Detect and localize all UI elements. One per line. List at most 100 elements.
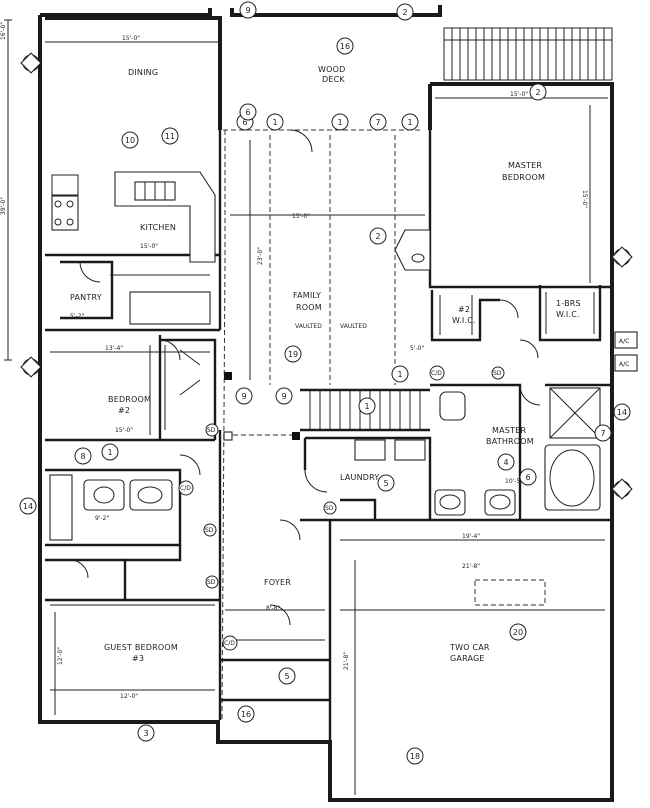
dim-bedroom2-height: 15'-0" [115,427,133,434]
key-tag-circle [529,83,547,101]
key-tag: 16 [237,705,255,723]
key-tag-circle [121,131,139,149]
room-label-family-room: ROOM [296,303,322,312]
key-tag: 7 [369,113,387,131]
key-tag-number: 2 [375,232,380,241]
key-tag-circle [101,443,119,461]
key-tag-number: 11 [165,132,175,141]
room-label-master-bath: BATHROOM [486,437,534,446]
ac-unit-box [614,331,638,349]
key-tag-circle [235,387,253,405]
key-tag: 6 [519,468,537,486]
key-tag-circle [509,623,527,641]
key-tag-number: 16 [241,710,251,719]
dim-laundry: 5'-0" [410,345,424,352]
key-tag: 16 [336,37,354,55]
room-label-garage: GARAGE [450,654,485,663]
key-tag-circle [278,667,296,685]
door-swings [69,129,541,626]
combo-detector-label: C/D [180,485,191,492]
key-tag: 3 [137,724,155,742]
key-tag: 9 [239,1,257,19]
key-tag-circle [369,113,387,131]
ac-unit-box [614,354,638,372]
room-label-wood-deck: WOOD [318,65,345,74]
key-tag-circle [137,724,155,742]
key-tag-number: 1 [364,402,369,411]
key-tag-number: 5 [383,479,388,488]
key-tag: 11 [161,127,179,145]
ac-unit-label: A/C [619,361,629,368]
dim-master-bath: 10'-5" [505,478,523,485]
room-label-wic-1: W.I.C. [556,310,580,319]
column-marker [292,432,300,440]
dim-overall-height: 39'-0" [0,197,7,215]
ac-unit-label: A/C [619,338,629,345]
combo-detector-label: C/D [224,640,235,647]
key-tag-circle [237,705,255,723]
key-tag: 9 [275,387,293,405]
dim-bath: 9'-2" [95,515,109,522]
key-tag-number: 9 [245,6,250,15]
key-tag-circle [275,387,293,405]
key-tag-circle [284,345,302,363]
key-tag: 10 [121,131,139,149]
key-tag-number: 2 [402,8,407,17]
dimension-lines [4,19,608,795]
column-marker [223,431,233,441]
dim-kitchen-width: 15'-0" [140,243,158,250]
key-tag-number: 8 [80,452,85,461]
key-tag: 2 [529,83,547,101]
dim-master-width: 15'-0" [510,91,528,98]
key-tag-circle [336,37,354,55]
combo-detector-label: C/D [431,370,442,377]
smoke-detector-label: SD [207,579,216,586]
room-label-dining: DINING [128,68,158,77]
key-tag-number: 1 [397,370,402,379]
key-tag: 5 [278,667,296,685]
room-label-bedroom-2: #2 [118,406,130,415]
room-label-family-room: FAMILY [293,291,321,300]
dim-guest-width: 12'-0" [120,693,138,700]
key-tag-number: 3 [143,729,148,738]
key-tag: 6 [239,103,257,121]
key-tag: 20 [509,623,527,641]
key-tag-number: 5 [284,672,289,681]
key-tag-number: 6 [245,108,250,117]
wood-deck-outline [221,129,420,721]
key-tag-number: 1 [407,118,412,127]
key-tag-circle [331,113,349,131]
key-tag-circle [358,397,376,415]
key-tag-circle [396,3,414,21]
smoke-detector-label: SD [325,505,334,512]
key-tag: 1 [358,397,376,415]
room-label-guest-bedroom: GUEST BEDROOM [104,643,178,652]
dim-master-height: 15'-0" [581,190,588,208]
key-tag-number: 20 [513,628,523,637]
key-tag: 2 [396,3,414,21]
column-marker [224,372,232,380]
key-tag-number: 6 [525,473,530,482]
key-tag: 9 [235,387,253,405]
room-label-laundry: LAUNDRY [340,473,379,482]
key-tag-number: 9 [241,392,246,401]
key-tag-number: 4 [503,458,508,467]
key-tag: 1 [391,365,409,383]
electrical-symbols: A/C A/C [223,331,638,441]
room-label-wic-2: #2 [458,305,470,314]
key-tag-number: 1 [107,448,112,457]
room-label-wic-2: W.I.C. [452,316,476,325]
dim-family-height: 23'-0" [257,247,264,265]
room-label-kitchen: KITCHEN [140,223,176,232]
dim-foyer-width: 8'-8" [266,605,280,612]
room-label-master-bedroom: BEDROOM [502,173,545,182]
key-tag-number: 7 [375,118,380,127]
key-tag: 7 [594,424,612,442]
key-tag-circle [401,113,419,131]
key-tag-number: 1 [337,118,342,127]
key-tag-number: 19 [288,350,298,359]
key-tag-circle [497,453,515,471]
key-tag-number: 18 [410,752,420,761]
key-tag-circle [19,497,37,515]
